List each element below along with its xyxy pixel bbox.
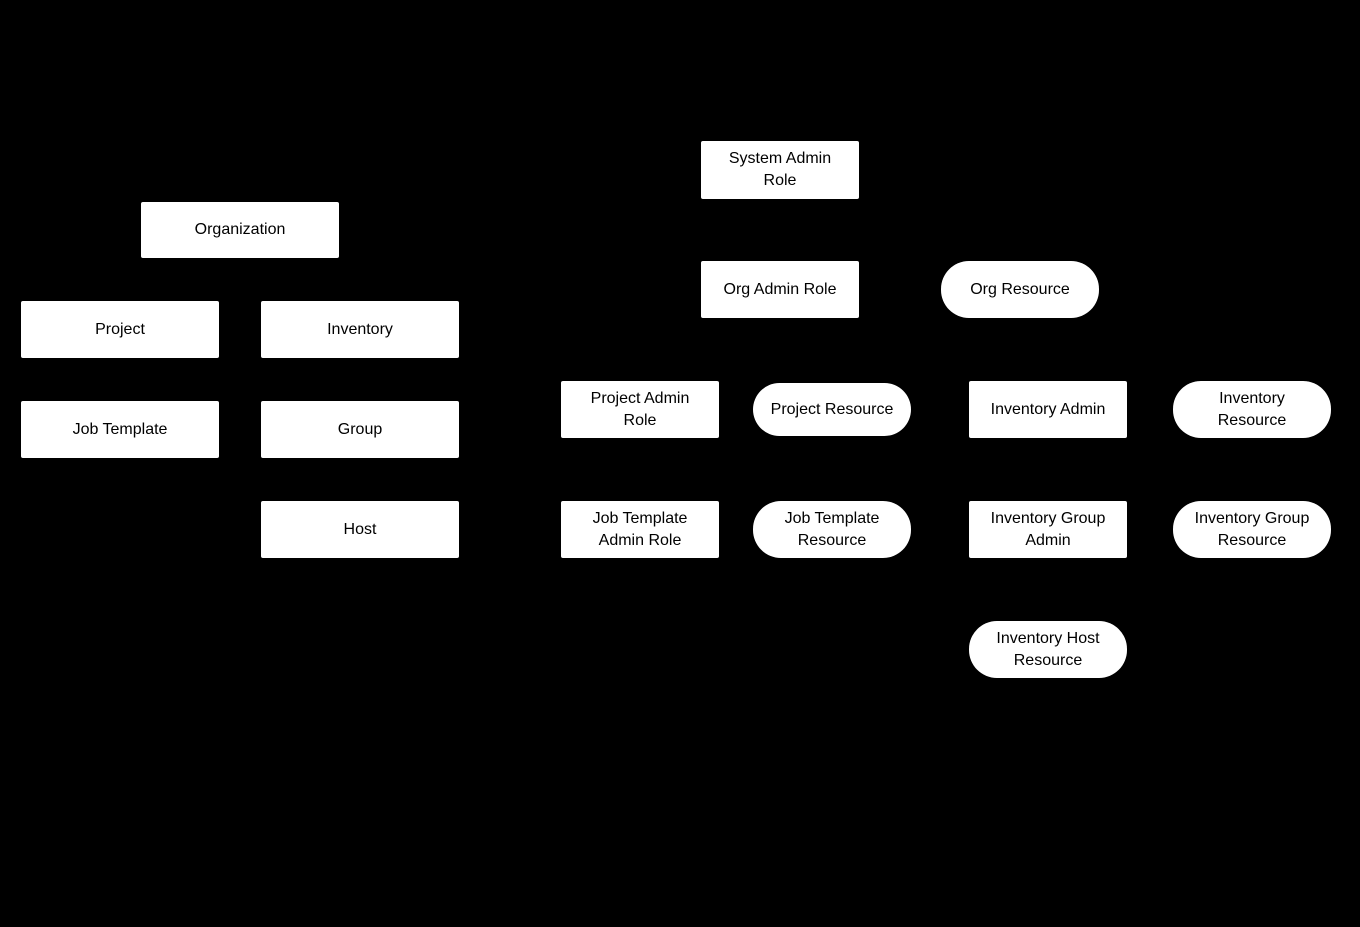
- node-inventory-host-resource-label: Inventory Host Resource: [996, 629, 1100, 669]
- node-project-admin-role-label: Project Admin Role: [590, 389, 690, 429]
- node-inventory-resource-label: Inventory Resource: [1217, 389, 1287, 429]
- node-project-admin-role: Project Admin Role: [561, 381, 719, 438]
- node-inventory-group-resource-label: Inventory Group Resource: [1194, 509, 1310, 549]
- node-group-label: Group: [337, 420, 383, 438]
- node-org-resource: Org Resource: [941, 261, 1099, 318]
- node-job-template-admin-role: Job Template Admin Role: [561, 501, 719, 558]
- node-host-label: Host: [343, 520, 377, 538]
- node-inventory-admin: Inventory Admin: [969, 381, 1127, 438]
- node-inventory-resource: Inventory Resource: [1173, 381, 1331, 438]
- node-project-label: Project: [95, 320, 145, 338]
- node-job-template-resource-label: Job Template Resource: [784, 509, 880, 549]
- node-job-template: Job Template: [21, 401, 219, 458]
- node-inventory: Inventory: [261, 301, 459, 358]
- node-organization: Organization: [141, 202, 339, 258]
- node-org-admin-role: Org Admin Role: [701, 261, 859, 318]
- node-project: Project: [21, 301, 219, 358]
- node-inventory-group-resource: Inventory Group Resource: [1173, 501, 1331, 558]
- node-organization-label: Organization: [194, 221, 286, 238]
- node-org-resource-label: Org Resource: [970, 280, 1070, 298]
- node-system-admin-role-label: System Admin Role: [728, 150, 832, 189]
- node-inventory-admin-label: Inventory Admin: [990, 400, 1106, 418]
- node-job-template-admin-role-label: Job Template Admin Role: [592, 509, 688, 549]
- node-job-template-resource: Job Template Resource: [753, 501, 911, 558]
- node-inventory-label: Inventory: [327, 320, 393, 338]
- node-inventory-host-resource: Inventory Host Resource: [969, 621, 1127, 678]
- node-inventory-group-admin: Inventory Group Admin: [969, 501, 1127, 558]
- node-group: Group: [261, 401, 459, 458]
- node-job-template-label: Job Template: [72, 420, 168, 438]
- node-project-resource-label: Project Resource: [770, 400, 894, 418]
- node-system-admin-role: System Admin Role: [701, 141, 859, 199]
- node-project-resource: Project Resource: [753, 383, 911, 436]
- node-inventory-group-admin-label: Inventory Group Admin: [990, 509, 1106, 549]
- node-host: Host: [261, 501, 459, 558]
- node-org-admin-role-label: Org Admin Role: [723, 280, 837, 298]
